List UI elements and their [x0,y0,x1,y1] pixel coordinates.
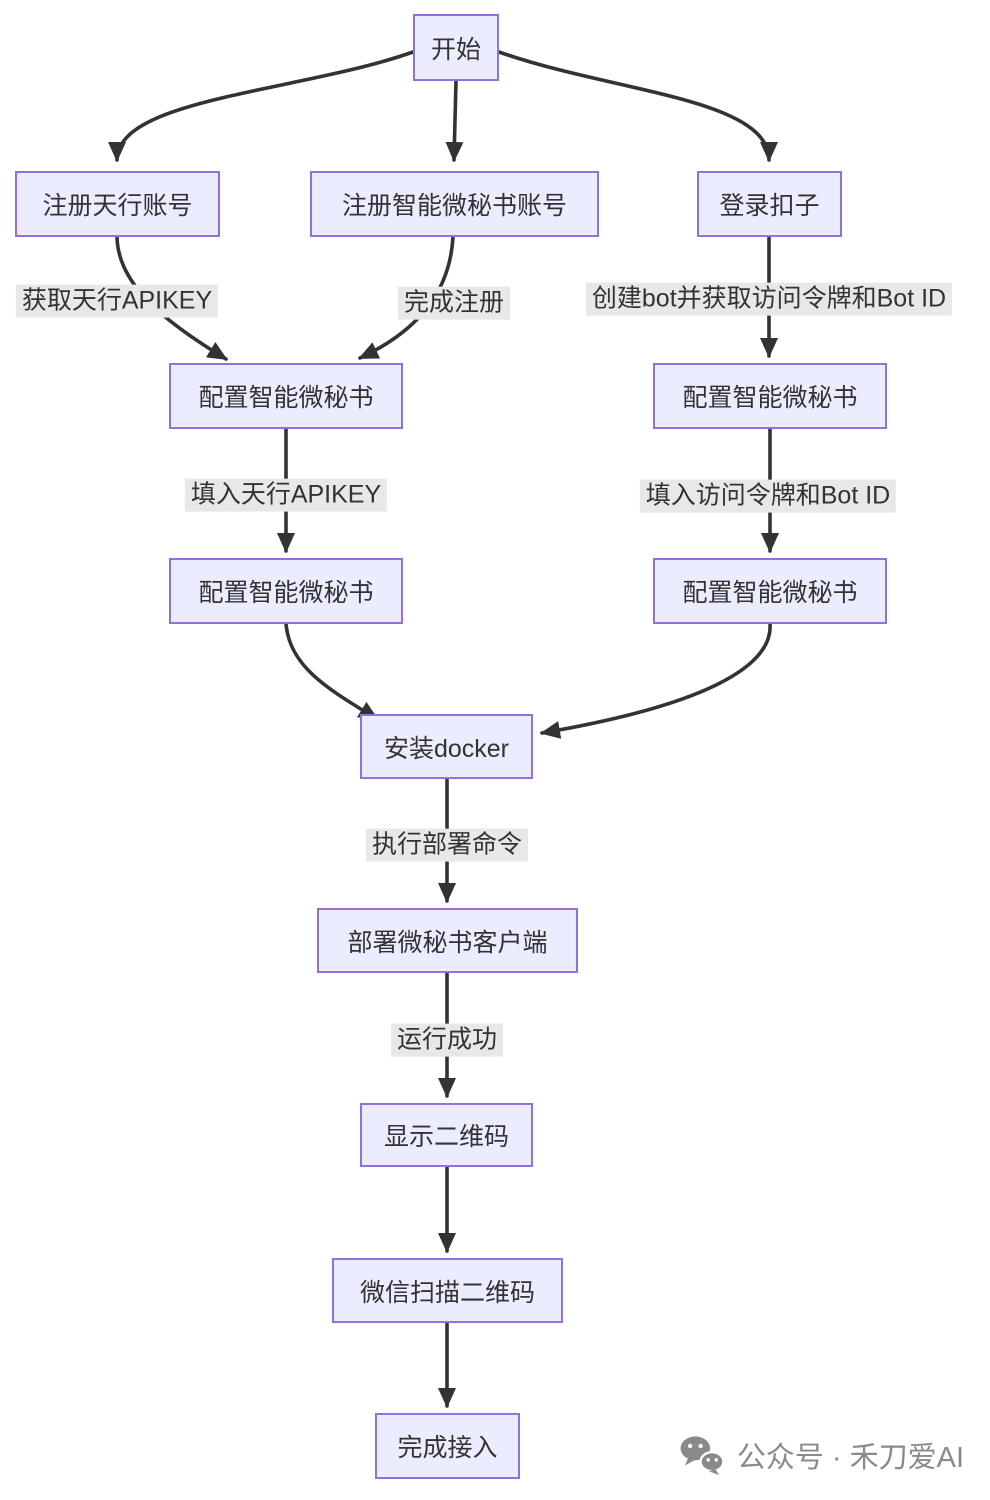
edge-label-4: 填入访问令牌和Bot ID [639,479,897,513]
edge-label-3: 填入天行APIKEY [184,478,388,512]
node-config-weimishu-right-1: 配置智能微秘书 [653,363,887,429]
node-label-show-qr: 显示二维码 [383,1123,509,1151]
edge-config-weimishu-left-2--install-docker [284,622,379,721]
node-config-weimishu-right-2: 配置智能微秘书 [653,558,887,624]
node-label-config-weimishu-right-1: 配置智能微秘书 [682,384,858,412]
node-config-weimishu-left-1: 配置智能微秘书 [169,363,403,429]
edge-label-6: 运行成功 [390,1023,504,1057]
node-deploy-client: 部署微秘书客户端 [317,908,578,973]
edge-label-0: 获取天行APIKEY [15,284,219,318]
node-config-weimishu-left-2: 配置智能微秘书 [169,558,403,624]
edge-start--login-kouzi [497,50,778,162]
wechat-icon [679,1435,725,1475]
node-install-docker: 安装docker [360,714,533,779]
node-reg-tianxing: 注册天行账号 [15,171,220,237]
node-label-finish: 完成接入 [397,1434,498,1462]
node-label-login-kouzi: 登录扣子 [719,192,820,220]
node-finish: 完成接入 [375,1413,520,1479]
node-label-reg-weimishu: 注册智能微秘书账号 [341,192,567,220]
node-start: 开始 [413,14,499,81]
edge-label-1: 完成注册 [397,286,511,320]
node-label-config-weimishu-right-2: 配置智能微秘书 [682,579,858,607]
edge-config-weimishu-right-2--install-docker [540,622,772,739]
node-label-config-weimishu-left-2: 配置智能微秘书 [198,579,374,607]
edge-start--reg-tianxing [108,50,415,162]
node-label-scan-qr: 微信扫描二维码 [359,1278,535,1307]
node-label-config-weimishu-left-1: 配置智能微秘书 [198,384,374,412]
node-login-kouzi: 登录扣子 [697,171,842,237]
edge-start--reg-weimishu [445,79,464,162]
node-show-qr: 显示二维码 [360,1103,533,1167]
watermark-text: 公众号 · 禾刀爱AI [736,1442,964,1474]
node-label-start: 开始 [430,35,481,64]
node-label-deploy-client: 部署微秘书客户端 [347,928,548,957]
node-scan-qr: 微信扫描二维码 [332,1258,563,1323]
node-reg-weimishu: 注册智能微秘书账号 [310,171,599,237]
watermark: 公众号 · 禾刀爱AI [679,1434,964,1476]
node-label-reg-tianxing: 注册天行账号 [42,192,193,220]
edge-label-2: 创建bot并获取访问令牌和Bot ID [585,282,953,316]
node-label-install-docker: 安装docker [383,734,510,763]
edge-label-5: 执行部署命令 [365,828,529,862]
